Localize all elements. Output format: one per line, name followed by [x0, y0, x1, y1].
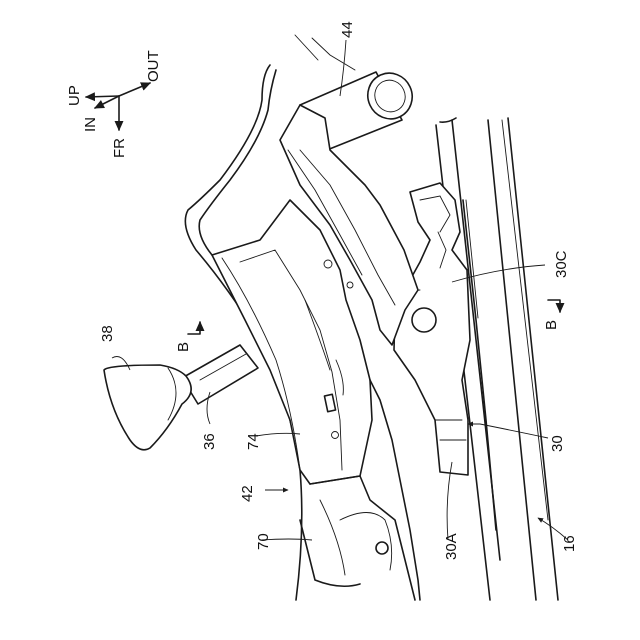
- axis-label-out: OUT: [145, 50, 162, 82]
- label-16: 16: [561, 535, 578, 552]
- label-36: 36: [201, 433, 218, 450]
- section-label-left: B: [175, 342, 192, 352]
- label-74: 74: [245, 433, 262, 450]
- axis-label-up: UP: [66, 85, 83, 106]
- axis-label-in: IN: [82, 117, 99, 132]
- label-30A: 30A: [443, 533, 460, 560]
- rail-bracket: [394, 183, 470, 475]
- orientation-compass: OUT UP IN FR: [66, 50, 162, 158]
- label-44: 44: [339, 21, 356, 38]
- seat-frame: [185, 65, 372, 600]
- section-marker-left: B: [175, 322, 200, 352]
- label-30C: 30C: [553, 250, 570, 278]
- section-marker-right: B: [543, 300, 560, 330]
- section-label-right: B: [543, 320, 560, 330]
- label-70: 70: [255, 533, 272, 550]
- knob-assembly: [104, 345, 258, 450]
- label-42: 42: [239, 485, 256, 502]
- label-30: 30: [549, 435, 566, 452]
- label-38: 38: [99, 325, 116, 342]
- axis-label-fr: FR: [111, 138, 128, 158]
